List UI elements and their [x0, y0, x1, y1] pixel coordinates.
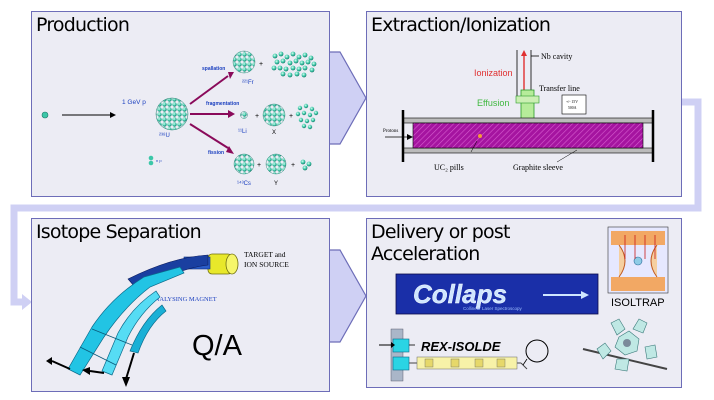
svg-text:Y: Y: [274, 181, 278, 187]
svg-text:+: +: [291, 162, 295, 169]
qa-label: Q/A: [192, 330, 243, 362]
svg-text:+/- 15V: +/- 15V: [566, 100, 578, 104]
graphite-label: Graphite sleeve: [513, 163, 563, 172]
panel-title-extraction: Extraction/Ionization: [371, 14, 551, 36]
svg-text:+: +: [255, 113, 259, 120]
svg-text:500A: 500A: [568, 106, 577, 110]
svg-text:²³⁸U: ²³⁸U: [159, 132, 170, 139]
beam-label: 1 GeV p: [122, 99, 146, 106]
svg-text:¹⁴³Cs: ¹⁴³Cs: [237, 180, 251, 187]
label-spallation: spallation: [202, 66, 225, 72]
svg-text:n p: n p: [156, 158, 162, 163]
ionization-label: Ionization: [474, 68, 513, 78]
arrow-production-to-extraction: [325, 51, 367, 145]
uranium-nucleus: [155, 97, 189, 131]
extraction-diagram: Nb cavity Ionization Effusion Transfer l…: [383, 50, 655, 172]
svg-text:Collinear Laser Spectroscopy: Collinear Laser Spectroscopy: [463, 306, 523, 311]
separation-diagram: TARGET and ION SOURCE ANALYSING MAGNET Q…: [46, 250, 289, 387]
panel-separation: Isotope Separation TARGET and ION SOURCE…: [31, 218, 330, 392]
panel-title-delivery: Delivery or post: [371, 221, 510, 243]
delivery-diagram: Collaps Collinear Laser Spectroscopy ISO…: [379, 226, 669, 382]
svg-text:ION SOURCE: ION SOURCE: [244, 260, 289, 269]
effusion-label: Effusion: [477, 98, 509, 108]
svg-text:¹¹Li: ¹¹Li: [238, 129, 247, 135]
uc2-label: UC₂ pills: [434, 163, 464, 172]
miniball-detector: [582, 318, 668, 372]
panel-extraction: Extraction/Ionization Nb cavity Ionizati…: [366, 11, 682, 197]
production-diagram: 1 GeV p ²³⁸U n p spallation fragmentatio…: [41, 50, 319, 187]
rex-isolde-label: REX-ISOLDE: [421, 339, 501, 354]
magnet-label: ANALYSING MAGNET: [150, 296, 217, 303]
arrow-extraction-to-separation: [10, 98, 702, 306]
svg-text:X: X: [272, 130, 276, 136]
nb-cavity-label: Nb cavity: [541, 52, 572, 61]
arrow-separation-to-delivery: [325, 249, 367, 343]
svg-text:²²¹Fr: ²²¹Fr: [242, 80, 254, 86]
transfer-line-label: Transfer line: [539, 84, 580, 93]
voltage-box: [561, 94, 587, 115]
protons-label: Protons: [383, 129, 398, 134]
panel-title-separation: Isotope Separation: [36, 221, 202, 243]
proton: [41, 111, 49, 119]
target-ion-label: TARGET and: [244, 250, 286, 259]
label-fission: fission: [208, 150, 224, 156]
panel-delivery: Delivery or post Acceleration Collaps Co…: [366, 218, 682, 388]
target-container: [412, 122, 644, 149]
panel-production: Production 1 GeV p ²³⁸U n p: [31, 11, 330, 197]
panel-title-delivery-2: Acceleration: [371, 243, 480, 265]
panel-title-production: Production: [36, 14, 130, 36]
fragmentation-fragments: [295, 103, 319, 130]
isoltrap-label: ISOLTRAP: [611, 297, 665, 309]
svg-text:+: +: [257, 162, 261, 169]
svg-text:Collaps: Collaps: [413, 279, 507, 309]
spallation-fragments: [271, 51, 317, 78]
svg-text:+: +: [259, 61, 263, 68]
label-fragmentation: fragmentation: [206, 101, 239, 107]
svg-text:+: +: [289, 113, 293, 120]
